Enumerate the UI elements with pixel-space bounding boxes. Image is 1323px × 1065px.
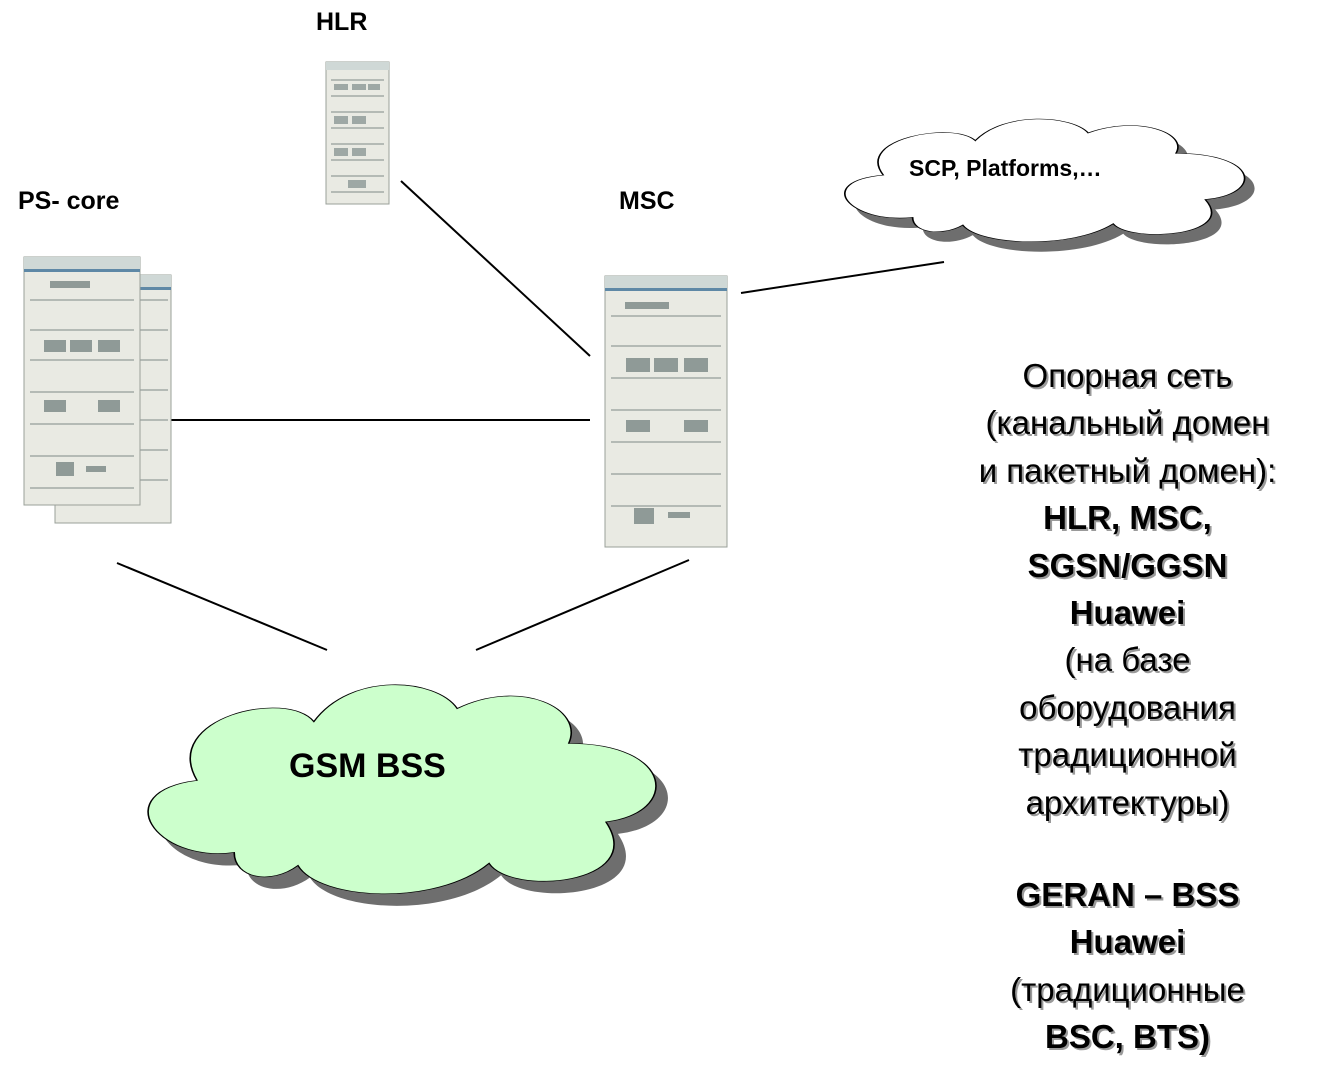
gsm-bss-cloud <box>148 685 668 906</box>
core-network-line: и пакетный домен): <box>978 451 1277 489</box>
scp-cloud-label: SCP, Platforms,… <box>909 155 1102 181</box>
link-msc-bss <box>475 559 690 651</box>
core-network-title: Опорная сеть <box>1022 357 1233 394</box>
link-pscore-bss <box>116 562 328 651</box>
core-network-line: (на базе <box>1064 641 1191 679</box>
ps-core-label: PS- core <box>18 187 120 215</box>
msc-rack-icon <box>604 275 728 548</box>
link-hlr-msc <box>400 180 591 357</box>
hlr-label: HLR <box>316 8 368 36</box>
core-network-elements: HLR, MSC, <box>1043 499 1212 537</box>
geran-elements: BSC, BTS) <box>1045 1018 1210 1056</box>
geran-vendor: Huawei <box>1069 923 1186 961</box>
spacer <box>935 826 1320 871</box>
hlr-rack-icon <box>325 61 390 205</box>
side-description: Опорная сеть (канальный домен и пакетный… <box>935 352 1320 1061</box>
geran-line: (традиционные <box>1010 970 1245 1008</box>
msc-label: MSC <box>619 187 675 215</box>
core-network-line: архитектуры) <box>1025 783 1230 821</box>
geran-title: GERAN – BSS <box>1015 876 1240 914</box>
link-msc-scp <box>740 261 945 294</box>
scp-platforms-cloud <box>845 119 1255 252</box>
core-network-line: традиционной <box>1018 736 1237 774</box>
core-network-line: (канальный домен <box>985 404 1270 442</box>
core-network-line: оборудования <box>1019 688 1236 726</box>
gsm-bss-cloud-label: GSM BSS <box>289 747 446 785</box>
core-network-vendor: Huawei <box>1069 594 1186 632</box>
core-network-elements: SGSN/GGSN <box>1027 546 1228 584</box>
ps-core-rack-front-icon <box>23 256 141 506</box>
